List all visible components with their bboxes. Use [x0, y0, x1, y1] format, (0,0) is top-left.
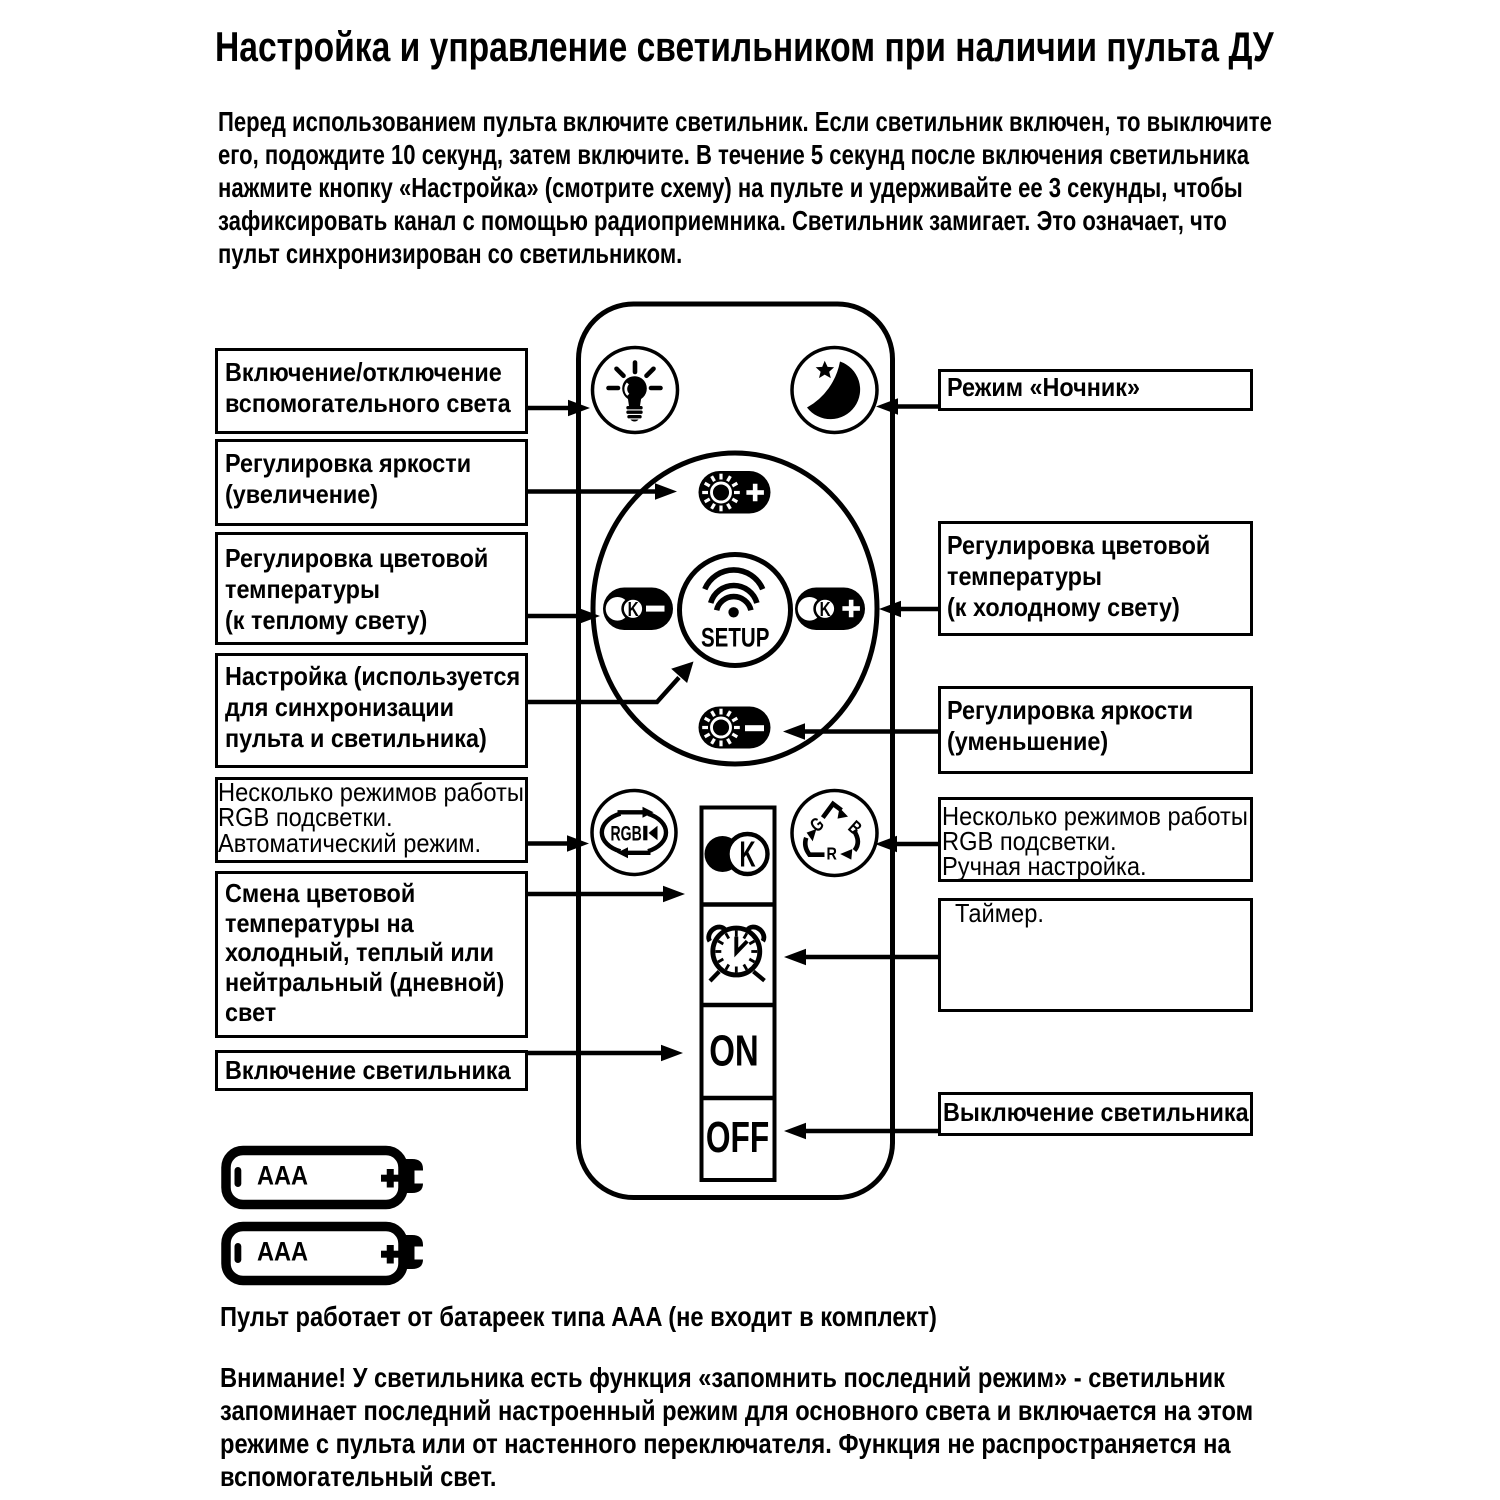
svg-text:ON: ON	[709, 1027, 758, 1076]
svg-text:SETUP: SETUP	[701, 623, 769, 653]
svg-text:K: K	[820, 598, 831, 621]
svg-text:AAA: AAA	[257, 1237, 308, 1267]
svg-text:K: K	[628, 598, 639, 621]
svg-text:RGB: RGB	[611, 822, 642, 845]
svg-text:R: R	[827, 844, 838, 864]
svg-text:K: K	[739, 835, 755, 875]
svg-text:AAA: AAA	[257, 1161, 308, 1191]
svg-text:OFF: OFF	[706, 1113, 769, 1162]
